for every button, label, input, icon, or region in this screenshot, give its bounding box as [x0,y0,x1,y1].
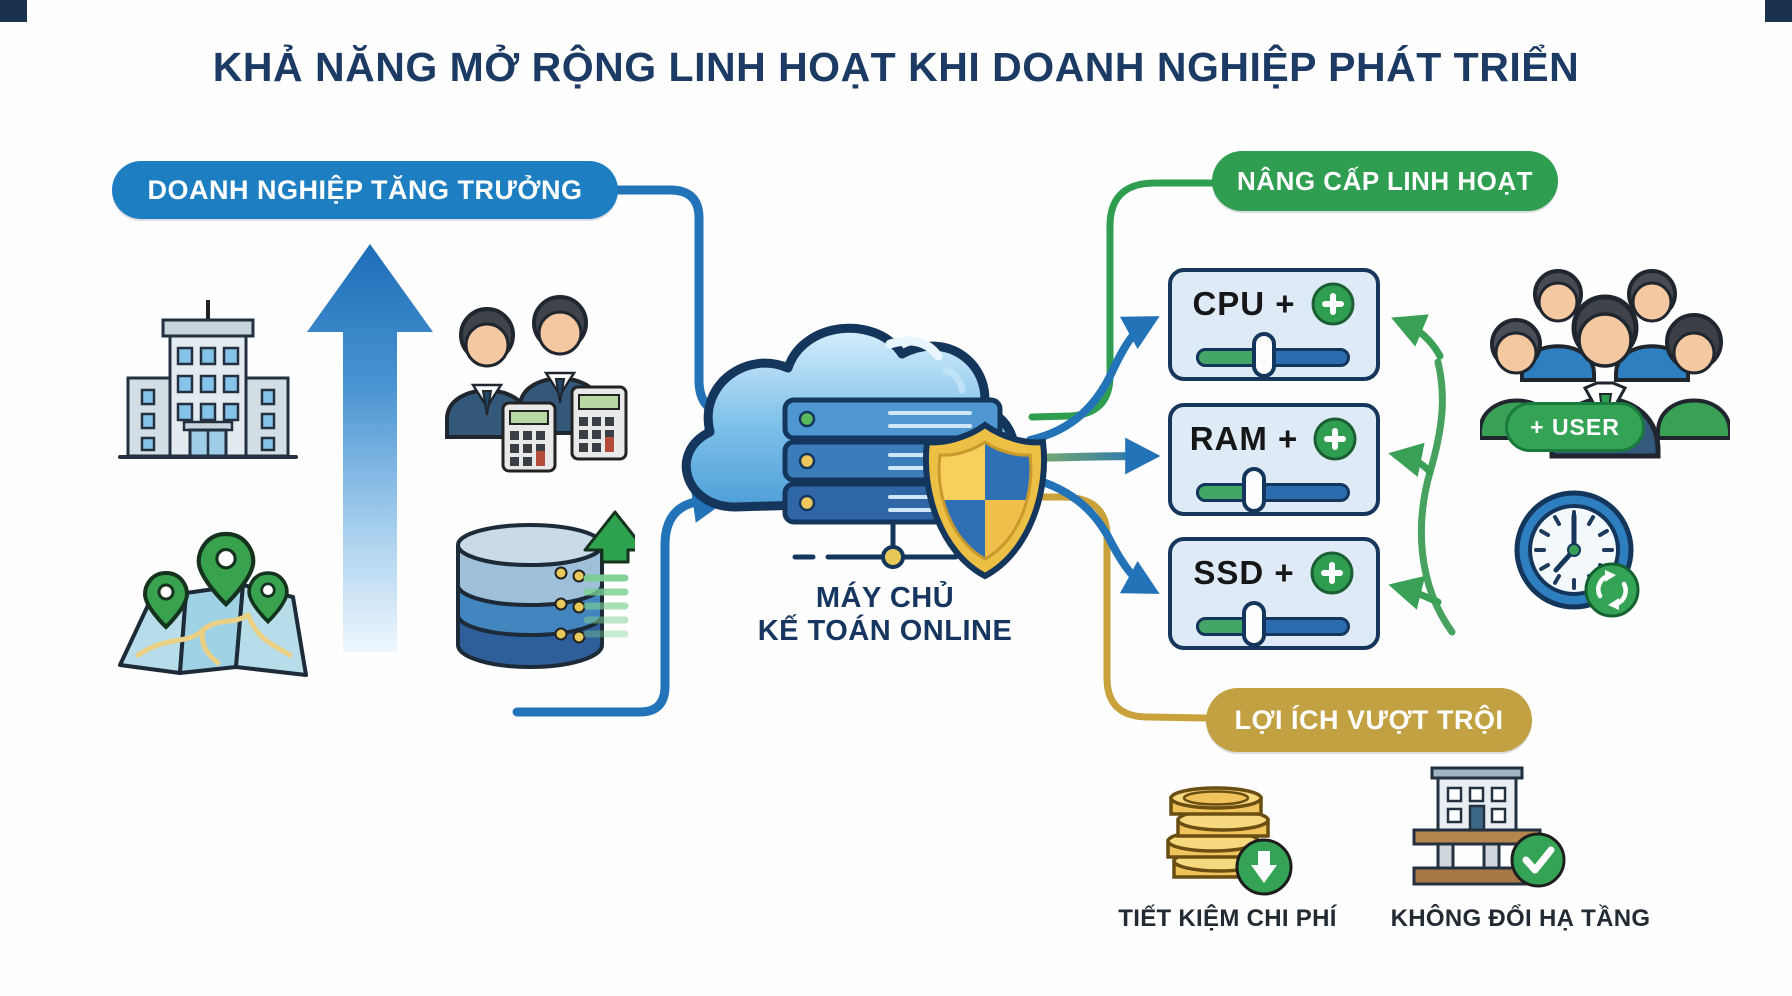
plus-circle-icon [1310,551,1354,595]
ram-label: RAM + [1189,420,1299,457]
cpu-slider[interactable] [1196,332,1350,378]
arrow-into-ssd [1388,575,1442,610]
server-label-line2: KẾ TOÁN ONLINE [757,615,1013,648]
ram-upgrade-card: RAM + [1168,403,1380,516]
cpu-label: CPU + [1192,285,1296,322]
ssd-upgrade-card: SSD + [1168,537,1380,650]
benefit-savings-label: TIẾT KIỆM CHI PHÍ [1118,905,1337,932]
add-ssd-button[interactable] [1309,550,1355,596]
building-foundation-check-icon [1412,766,1566,888]
clock-refresh-icon [1514,490,1640,618]
badge-flexible-upgrade: NÂNG CẤP LINH HOẠT [1212,151,1558,211]
database-growth-icon [456,510,635,669]
arrow-into-cpu [1391,314,1444,360]
corner-mark-left [0,0,27,22]
plus-circle-icon [1311,282,1355,326]
page-title: KHẢ NĂNG MỞ RỘNG LINH HOẠT KHI DOANH NGH… [212,44,1580,90]
ram-slider-handle[interactable] [1241,467,1266,513]
growth-arrow-icon [307,244,433,652]
cpu-slider-handle[interactable] [1252,332,1277,378]
add-user-badge[interactable]: + USER [1505,402,1645,452]
benefit-infrastructure-label: KHÔNG ĐỔI HẠ TẦNG [1390,905,1651,932]
arrow-into-ram [1388,442,1434,478]
server-label: MÁY CHỦ KẾ TOÁN ONLINE [700,582,1070,649]
ssd-slider[interactable] [1196,601,1350,647]
team-users-icon [1480,269,1730,459]
add-ram-button[interactable] [1312,416,1358,462]
ssd-slider-handle[interactable] [1241,601,1266,647]
accountants-calculators-icon [445,295,628,473]
add-cpu-button[interactable] [1310,281,1356,327]
map-pins-icon [118,531,308,677]
corner-mark-right [1765,0,1792,22]
office-building-icon [118,300,298,459]
ssd-label: SSD + [1193,554,1295,591]
cloud-server-shield-icon [681,323,1047,580]
plus-circle-icon [1313,417,1357,461]
server-label-line1: MÁY CHỦ [815,582,955,614]
ram-slider[interactable] [1196,467,1350,513]
coins-savings-icon [1166,786,1293,896]
badge-benefits: LỢI ÍCH VƯỢT TRỘI [1206,688,1532,752]
curve-users-to-boxes [1417,358,1456,636]
cpu-upgrade-card: CPU + [1168,268,1380,381]
badge-business-growth: DOANH NGHIỆP TĂNG TRƯỞNG [112,161,618,219]
